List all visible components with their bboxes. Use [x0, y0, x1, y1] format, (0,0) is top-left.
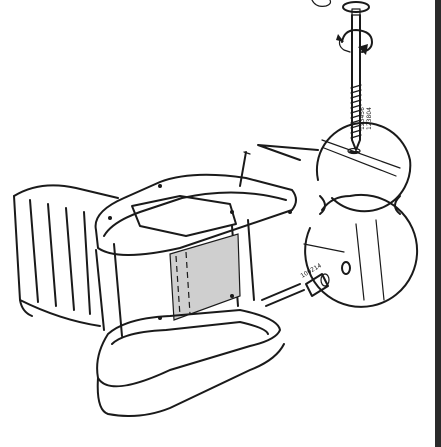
- chair-legs: [95, 219, 255, 337]
- seat-panel: [169, 233, 241, 321]
- chair-base: [96, 309, 281, 388]
- dowel: [305, 273, 330, 297]
- bolt-shaft: [351, 14, 361, 151]
- back-rest: [13, 184, 119, 199]
- bolt-label-primary: 123456: [359, 107, 366, 130]
- chair: [13, 151, 297, 417]
- wrench-fragment: [311, 0, 332, 7]
- screw-markers: [108, 184, 292, 320]
- bolt-threads: [350, 84, 362, 139]
- bolt-head: [342, 1, 370, 13]
- detail-circle-top: [257, 121, 412, 213]
- rotate-clockwise-arrow-icon: [336, 29, 373, 55]
- small-screw: [239, 151, 247, 187]
- bolt-label-secondary: 123804: [366, 107, 373, 130]
- top-bolt-group: 123456 123804: [311, 0, 373, 151]
- page-edge-strip: [435, 0, 441, 447]
- dowel-hole: [341, 261, 351, 275]
- seat-frame: [94, 173, 297, 256]
